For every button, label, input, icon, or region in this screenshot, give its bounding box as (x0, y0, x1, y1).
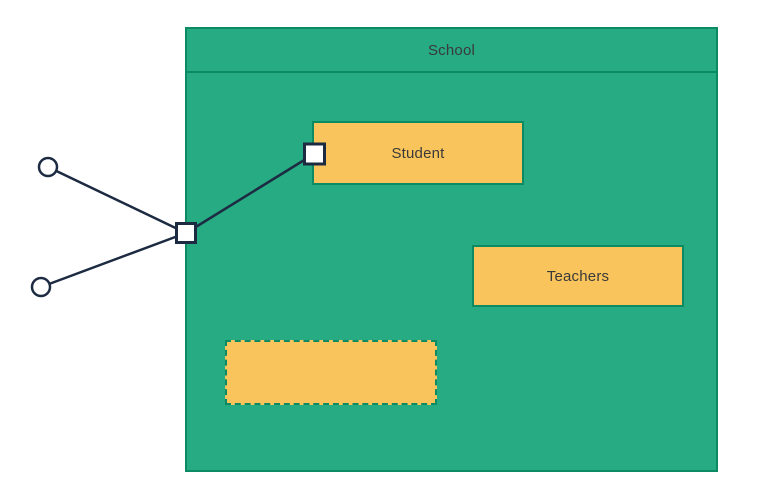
student-node-label: Student (391, 144, 445, 162)
link-endpoint-circle-bottom[interactable] (30, 276, 52, 298)
school-container-label: School (427, 41, 476, 59)
link-segment-top[interactable] (47, 165, 187, 235)
student-node[interactable]: Student (312, 121, 524, 185)
teachers-node[interactable]: Teachers (472, 245, 684, 307)
teachers-node-label: Teachers (546, 267, 610, 285)
link-segment-bottom[interactable] (40, 231, 187, 289)
drop-preview-node[interactable] (225, 340, 437, 405)
link-endpoint-circle-top[interactable] (37, 156, 59, 178)
school-container-header[interactable]: School (187, 29, 716, 73)
